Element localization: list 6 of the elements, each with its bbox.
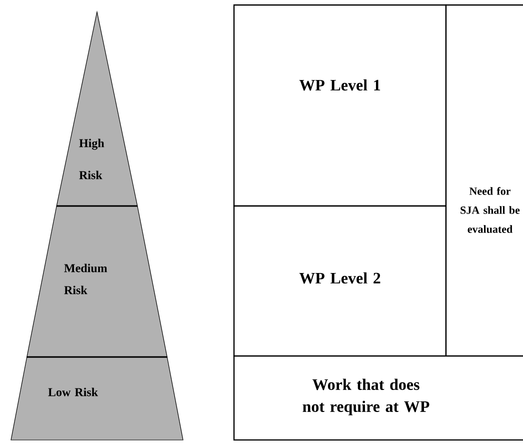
pyramid-segment: Medium Risk — [26, 205, 168, 358]
level-box: Work that does not require at WP — [233, 355, 523, 441]
level-box: WP Level 1 — [233, 4, 447, 207]
level-box: WP Level 2 — [233, 205, 447, 357]
note-box: Need for SJA shall be evaluated — [445, 4, 523, 357]
pyramid-segment: Low Risk — [10, 356, 184, 440]
